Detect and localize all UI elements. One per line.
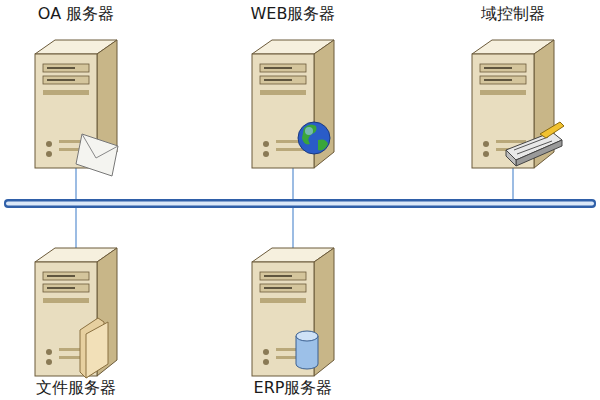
server-icon	[252, 248, 334, 376]
server-node: OA 服务器	[5, 4, 147, 172]
server-label: OA 服务器	[5, 4, 147, 24]
globe-symbol	[298, 122, 330, 154]
network-bus	[4, 199, 596, 208]
server-node: 文件服务器	[5, 244, 147, 398]
server-node: 域控制器	[442, 4, 584, 172]
mail-symbol	[76, 134, 118, 176]
keyboard-symbol	[506, 122, 564, 166]
server-label: ERP服务器	[222, 378, 364, 398]
server-label: WEB服务器	[222, 4, 364, 24]
server-label: 域控制器	[442, 4, 584, 24]
network-bus-core	[6, 202, 594, 206]
server-node: ERP服务器	[222, 244, 364, 398]
folder-symbol	[80, 318, 108, 378]
server-icon	[252, 40, 334, 168]
server-label: 文件服务器	[5, 378, 147, 398]
database-symbol	[296, 331, 318, 369]
server-node: WEB服务器	[222, 4, 364, 172]
